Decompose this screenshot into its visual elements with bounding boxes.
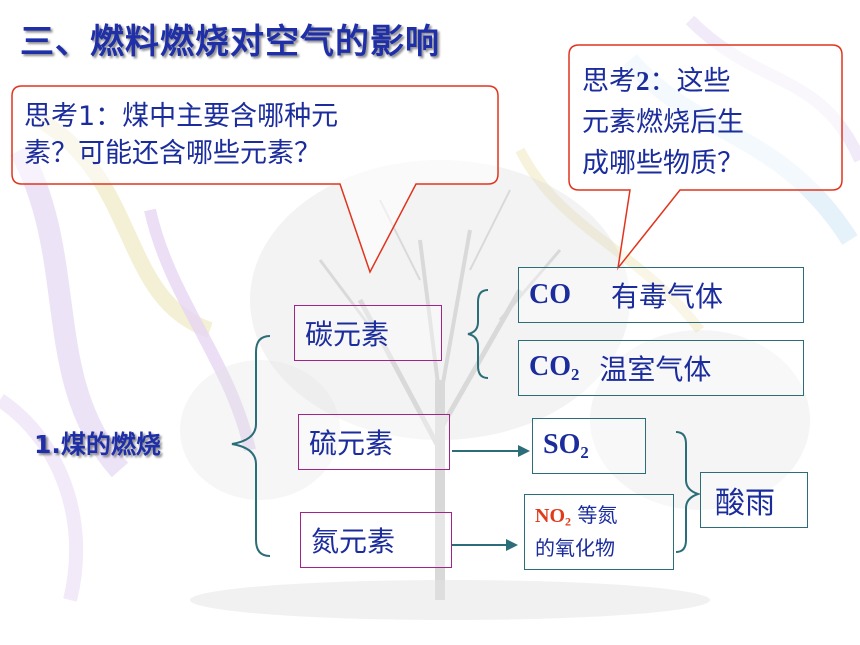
co-product-box: CO 有毒气体 xyxy=(518,267,804,323)
callout-think2-shape xyxy=(568,44,843,271)
nitrogen-element-label: 氮元素 xyxy=(311,525,396,558)
think2-text: 思考2：这些 元素燃烧后生 成哪些物质？ xyxy=(582,61,744,184)
think2-line1: 思考2：这些 xyxy=(582,66,731,97)
no2-text: NO2 等氮 的氧化物 xyxy=(535,502,617,563)
coal-combustion-label: 1.煤的燃烧 xyxy=(34,430,161,459)
co2-description: 温室气体 xyxy=(599,353,712,386)
so2-product-box: SO2 xyxy=(532,418,646,474)
arrow-sulfur-head xyxy=(518,445,530,457)
acid-rain-box: 酸雨 xyxy=(700,472,808,528)
so2-formula: SO2 xyxy=(543,428,589,463)
ground-shadow xyxy=(190,580,710,620)
decor-ribbon xyxy=(10,144,129,478)
tree-canopy xyxy=(180,360,340,500)
no2-line1: NO2 等氮 xyxy=(535,502,618,529)
arrow-nitrogen-head xyxy=(506,539,518,551)
brace-carbon xyxy=(467,289,489,379)
brace-left xyxy=(231,335,271,557)
carbon-element-box: 碳元素 xyxy=(294,305,442,361)
think1-text: 思考1：煤中主要含哪种元 素？可能还含哪些元素？ xyxy=(24,98,338,172)
brace-acid-rain xyxy=(675,431,702,553)
think1-line2: 素？可能还含哪些元素？ xyxy=(24,138,321,169)
decor-ribbon xyxy=(0,394,84,602)
co-formula: CO xyxy=(529,279,571,310)
think2-line2: 元素燃烧后生 xyxy=(582,107,744,138)
acid-rain-label: 酸雨 xyxy=(715,486,775,521)
callout-think1-shape xyxy=(11,85,499,274)
no2-line2: 的氧化物 xyxy=(535,536,615,561)
think1-line1: 思考1：煤中主要含哪种元 xyxy=(24,101,339,132)
tree-silhouette xyxy=(318,189,562,600)
no2-product-box: NO2 等氮 的氧化物 xyxy=(524,494,674,570)
co-description: 有毒气体 xyxy=(611,280,724,313)
nitrogen-element-box: 氮元素 xyxy=(300,512,452,568)
think2-line3: 成哪些物质？ xyxy=(582,148,744,179)
page-title: 三、燃料燃烧对空气的影响 xyxy=(20,22,440,62)
decor-ribbon xyxy=(144,208,256,452)
co2-product-box: CO2 温室气体 xyxy=(518,340,804,396)
co2-formula: CO2 xyxy=(529,350,580,385)
sulfur-element-box: 硫元素 xyxy=(298,414,450,470)
carbon-element-label: 碳元素 xyxy=(305,318,390,351)
tree-canopy xyxy=(250,160,630,440)
no2-formula: NO2 xyxy=(535,504,571,529)
decor-ribbon xyxy=(515,147,704,334)
sulfur-element-label: 硫元素 xyxy=(309,427,394,460)
